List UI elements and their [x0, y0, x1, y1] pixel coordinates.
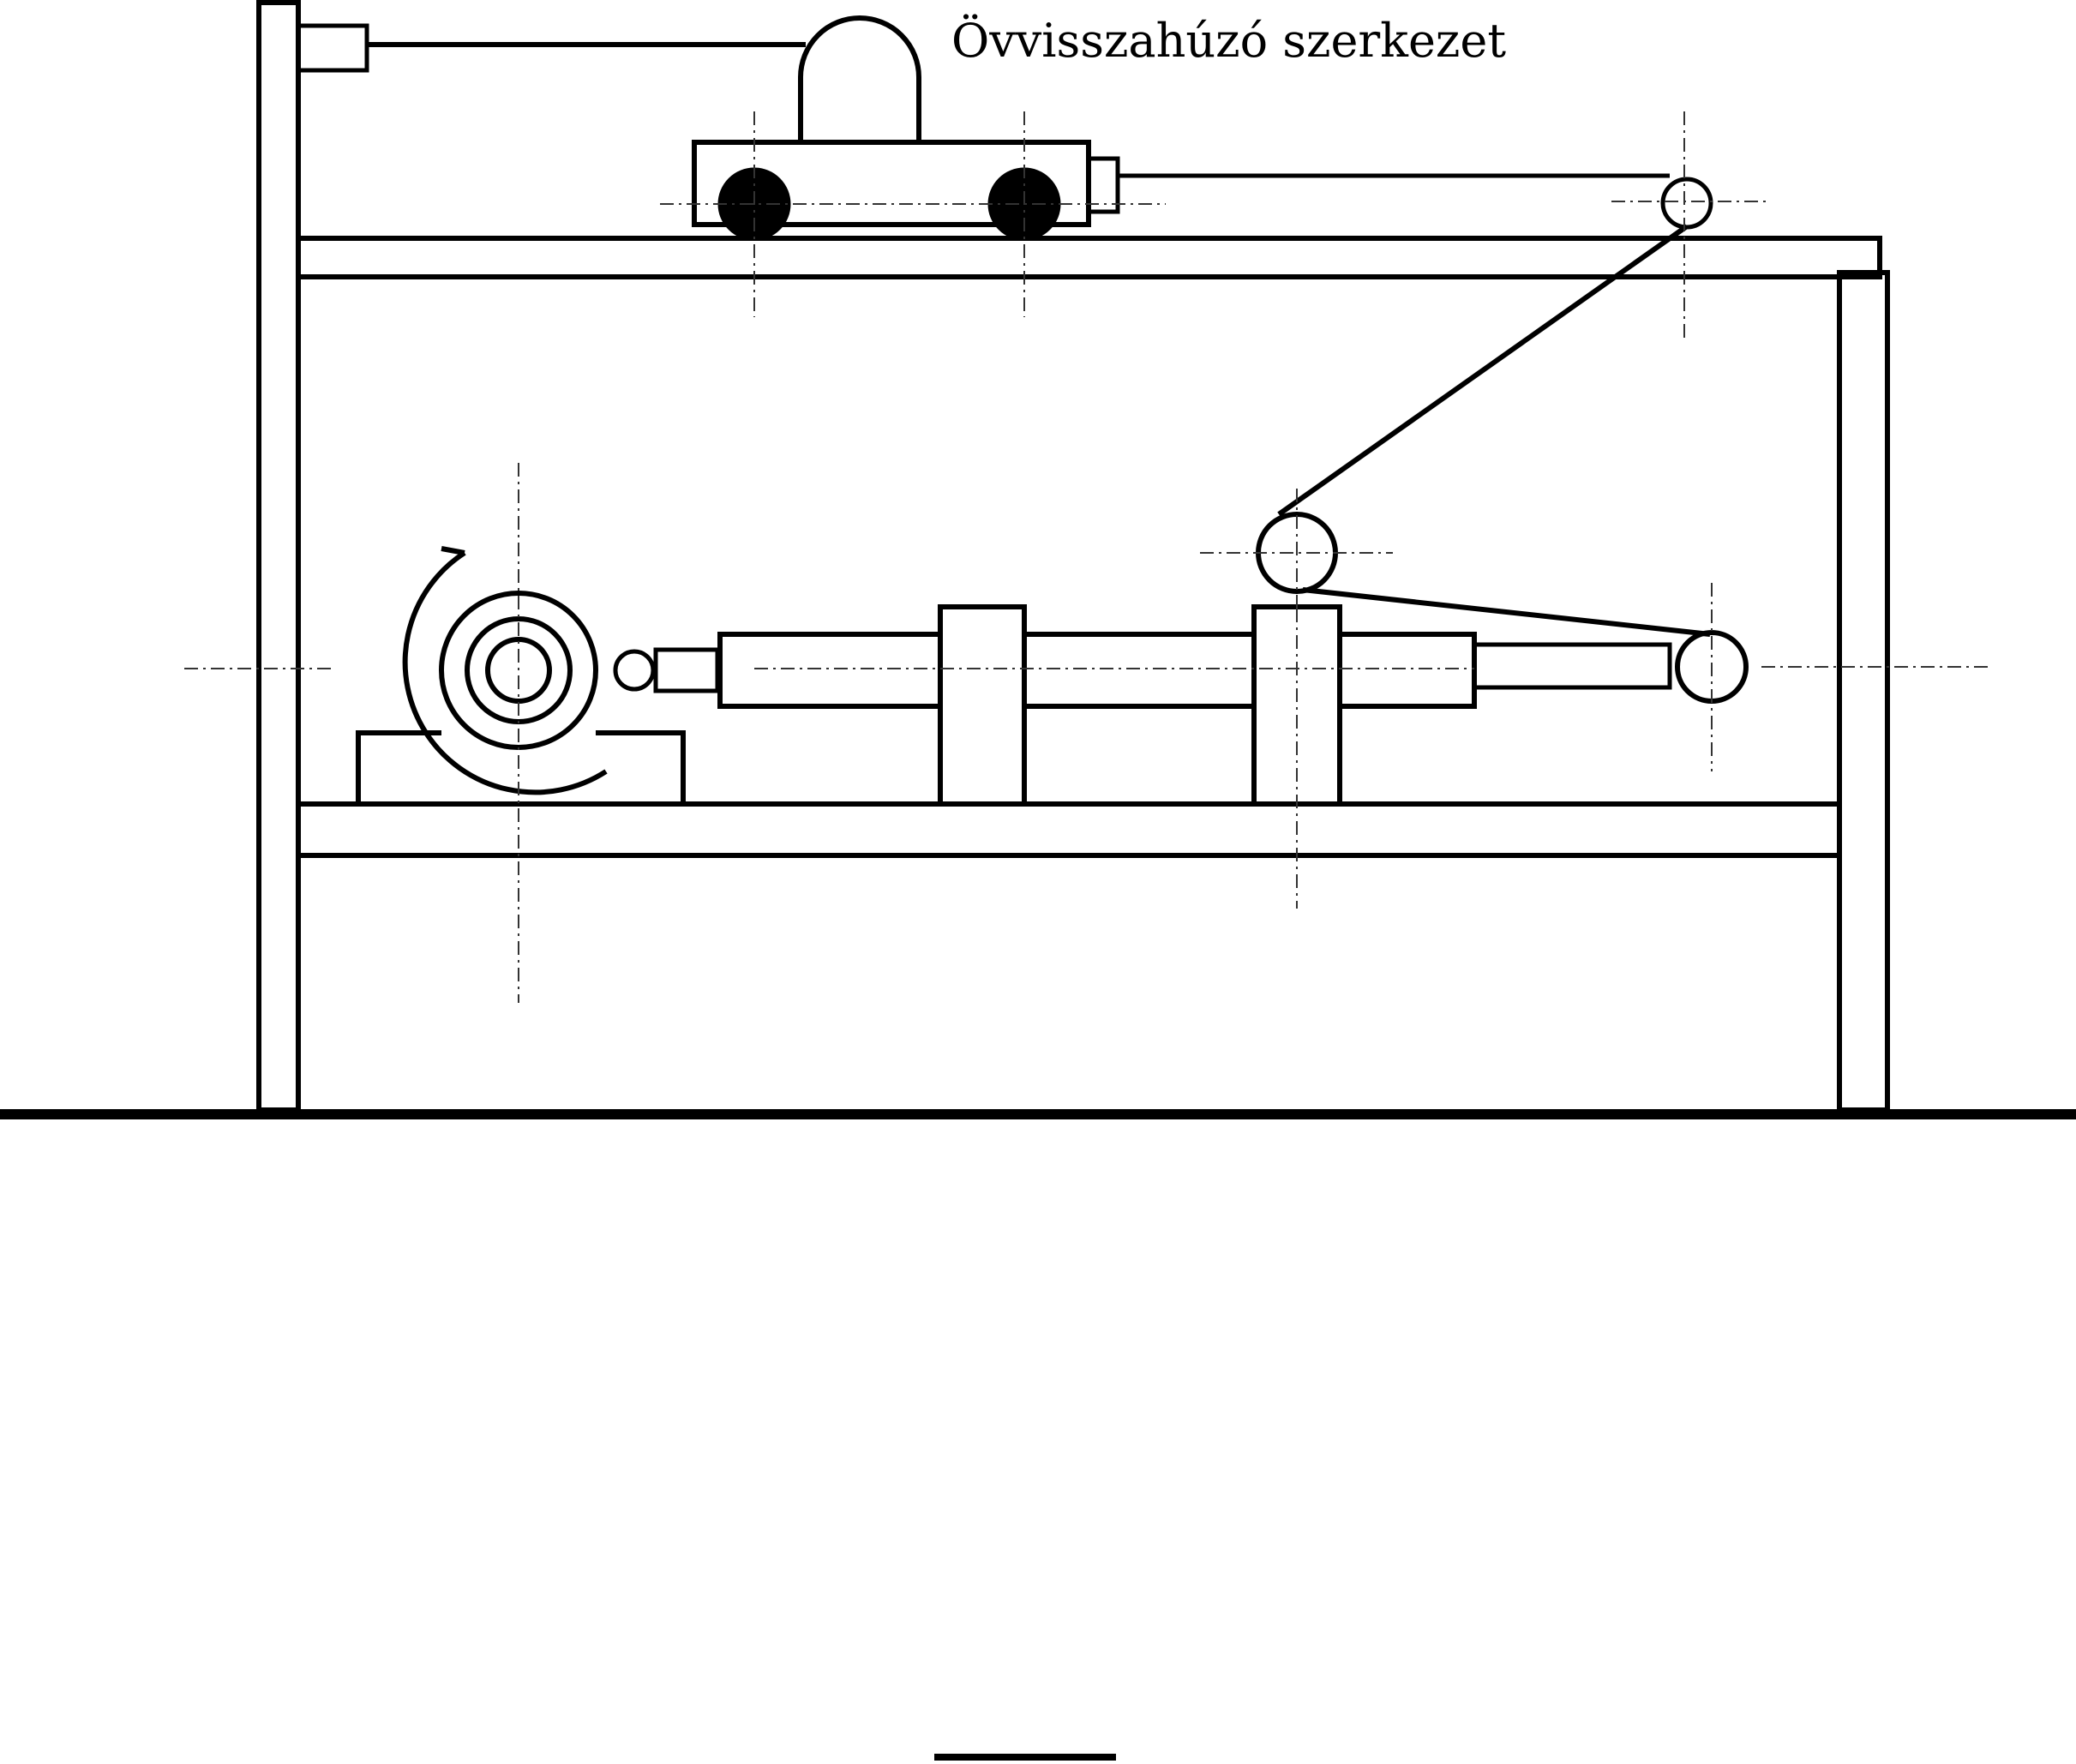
frame-right-column — [1837, 270, 1890, 1113]
lower-cable — [1302, 587, 1711, 637]
drive-shaft-tube — [717, 632, 1477, 709]
centerlines — [184, 111, 1993, 1003]
belt-retractor-label: Övvisszahúzó szerkezet — [951, 13, 1506, 68]
shaft-support-block-1 — [938, 604, 1027, 807]
top-beam — [296, 236, 1882, 279]
coupling — [613, 647, 720, 693]
diagonal-cable — [1277, 224, 1689, 517]
lower-shelf-beam — [296, 801, 1842, 858]
upper-anchor-block — [296, 23, 369, 73]
motor-shaft-hub — [485, 637, 552, 704]
rod-extension — [1472, 642, 1672, 690]
frame-left-column — [256, 0, 301, 1113]
sled-cart — [692, 140, 1120, 227]
motor-base — [356, 730, 686, 804]
top-right-pulley — [1660, 177, 1713, 230]
motor-scroll-housing — [402, 546, 608, 795]
retractor-housing — [798, 15, 921, 142]
